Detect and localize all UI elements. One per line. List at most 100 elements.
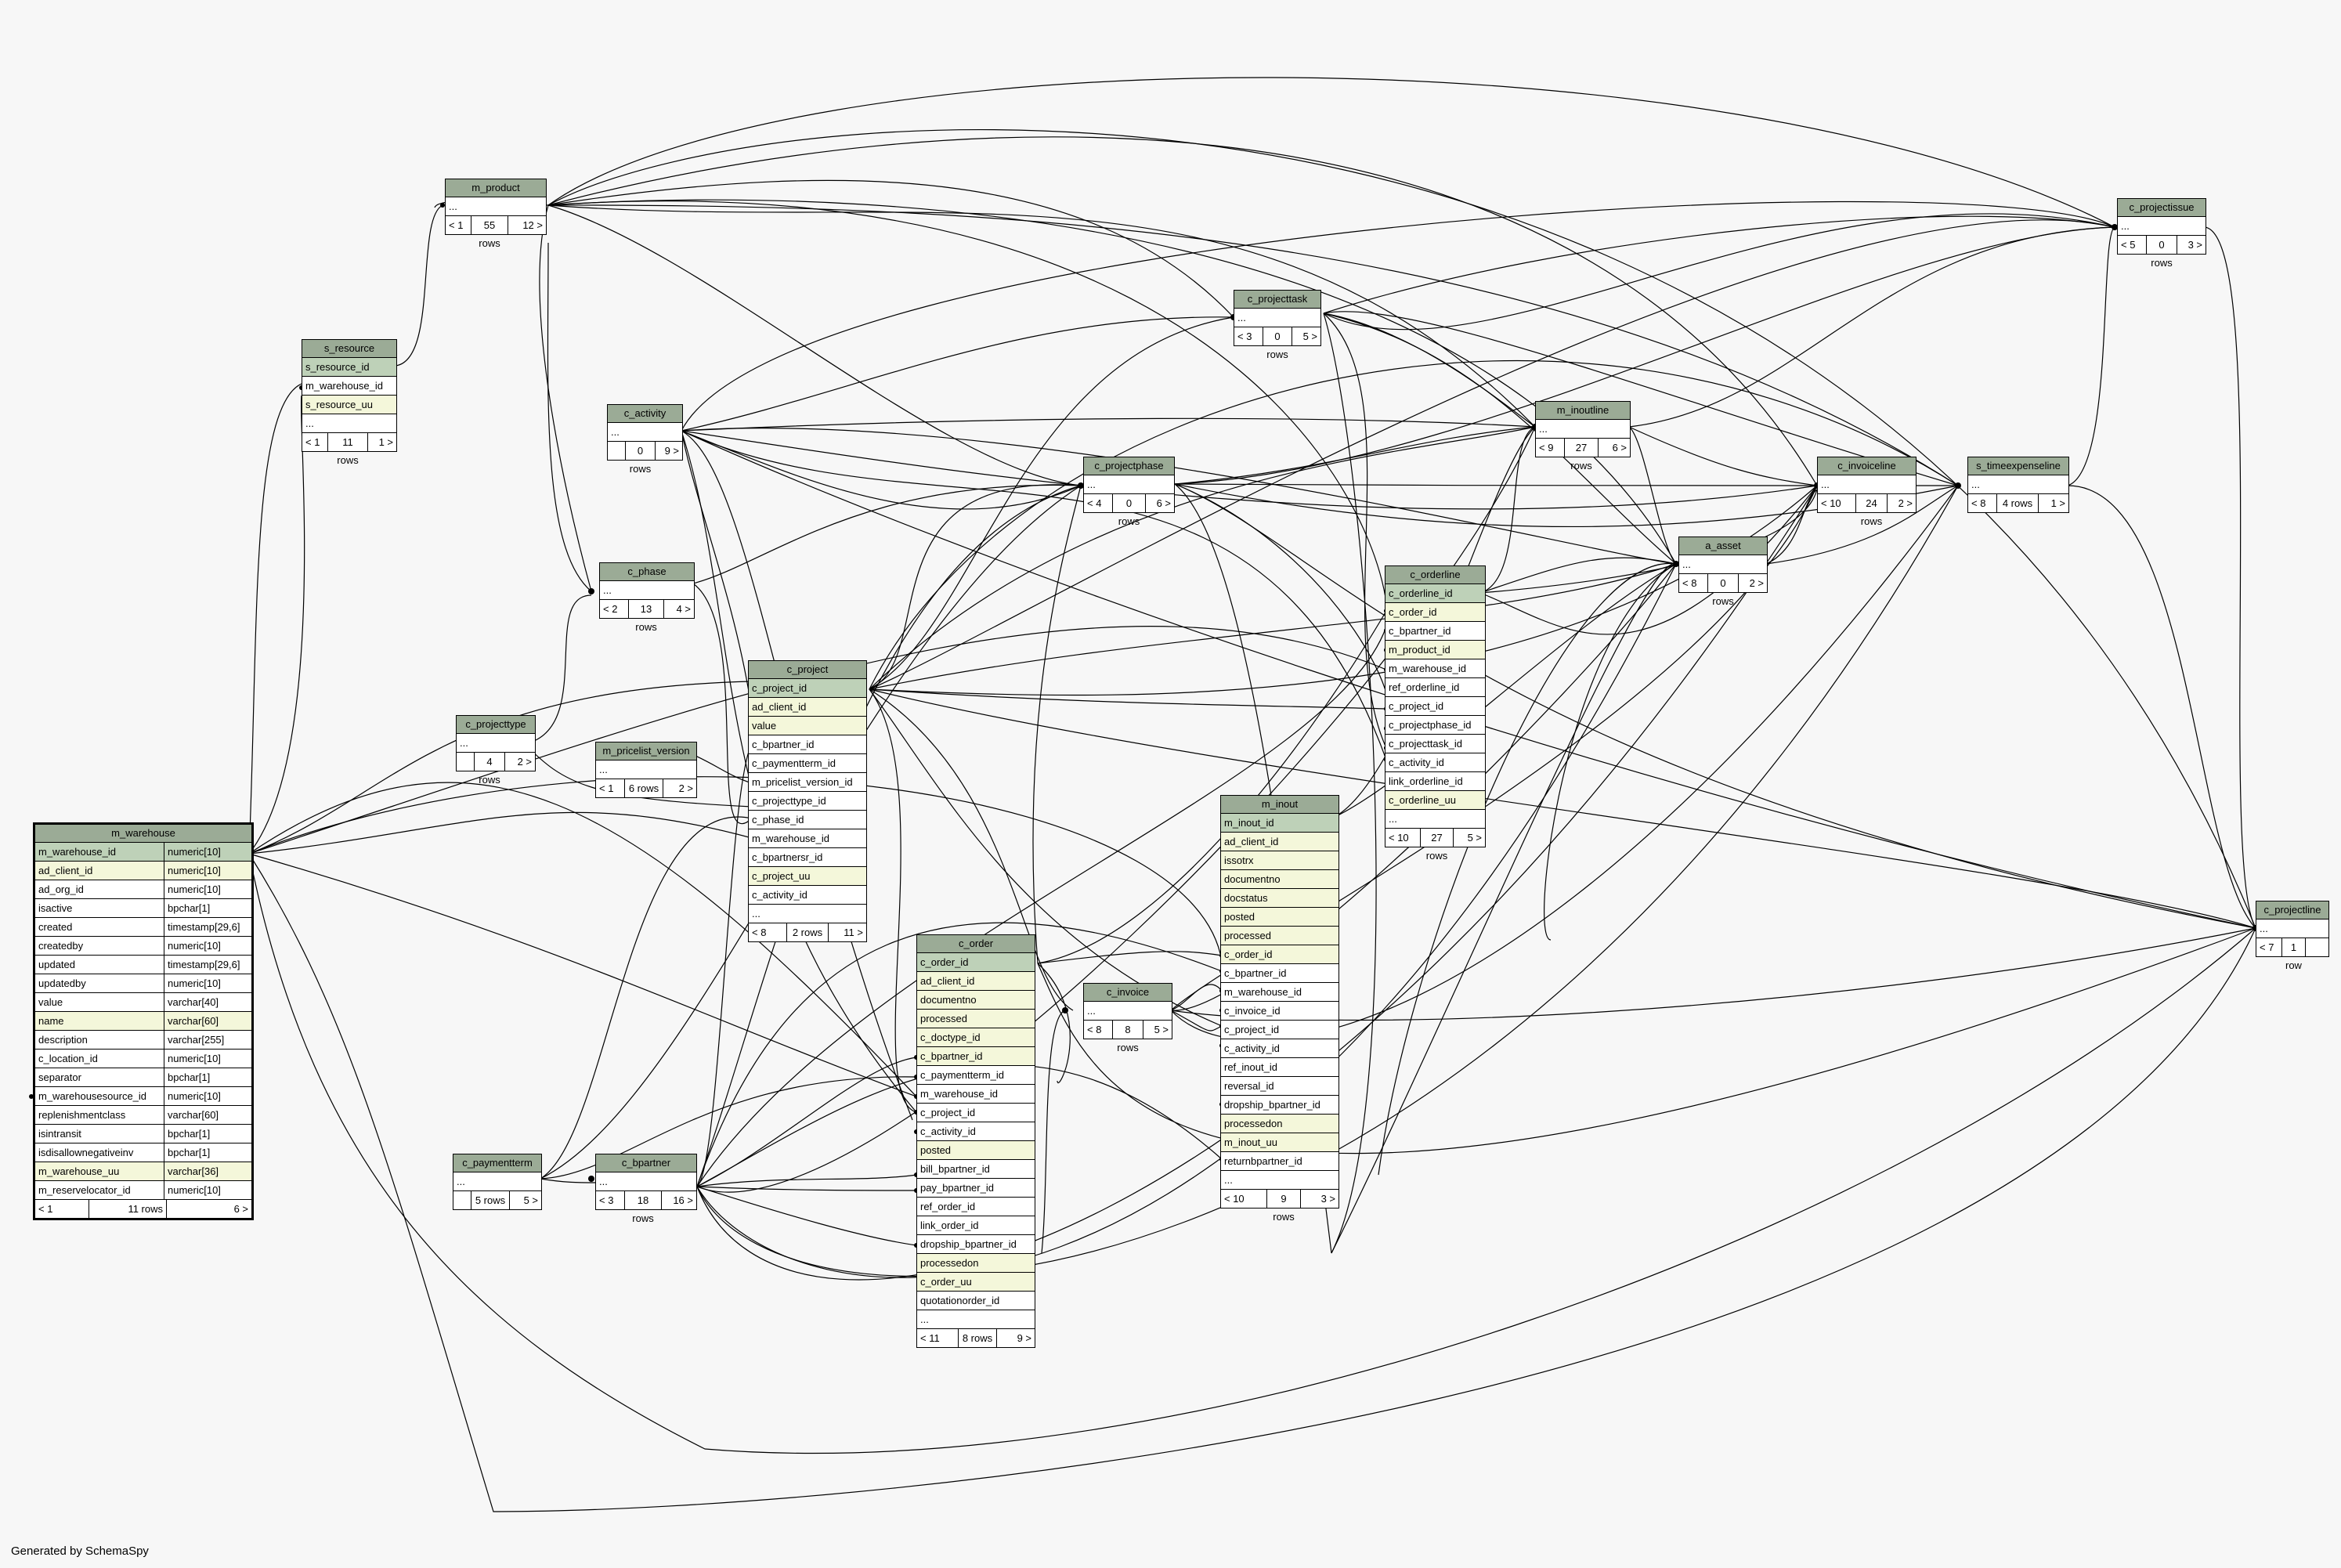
prev-relations[interactable]: < 5: [2118, 236, 2147, 254]
next-relations[interactable]: 1 >: [378, 436, 393, 448]
next-relations[interactable]: 6 >: [1612, 442, 1627, 453]
next-relations[interactable]: 3 >: [1320, 1193, 1335, 1205]
table-header[interactable]: c_invoice: [1084, 984, 1172, 1002]
table-header[interactable]: c_paymentterm: [453, 1154, 541, 1172]
column-type: bpchar[1]: [164, 899, 251, 917]
next-relations[interactable]: 3 >: [2187, 239, 2202, 251]
table-header[interactable]: s_resource: [302, 340, 396, 358]
next-relations[interactable]: 9 >: [664, 445, 679, 457]
next-relations[interactable]: 9 >: [1017, 1332, 1031, 1344]
column-name: ...: [449, 201, 457, 212]
column-name: ...: [1389, 813, 1397, 825]
next-relations[interactable]: 6 >: [1156, 497, 1171, 509]
table-header[interactable]: c_orderline: [1385, 566, 1485, 584]
more-columns: ...: [1084, 475, 1174, 494]
next-relations[interactable]: 16 >: [673, 1194, 693, 1206]
column-name: c_project_id: [1224, 1024, 1280, 1035]
prev-relations[interactable]: < 11: [917, 1329, 959, 1347]
next-relations[interactable]: 2 >: [1898, 497, 1913, 509]
next-relations[interactable]: 5 >: [523, 1194, 538, 1206]
next-relations[interactable]: 5 >: [1154, 1024, 1169, 1035]
table-header[interactable]: m_pricelist_version: [596, 742, 696, 761]
next-relations[interactable]: 5 >: [1302, 331, 1317, 342]
next-relations[interactable]: 6 >: [233, 1203, 248, 1215]
next-relations[interactable]: 12 >: [522, 219, 543, 231]
table-header[interactable]: c_order: [917, 935, 1035, 953]
prev-relations[interactable]: [457, 753, 475, 771]
table-header[interactable]: c_project: [749, 661, 866, 679]
prev-relations[interactable]: < 3: [596, 1191, 625, 1209]
column-name: processed: [1224, 930, 1271, 941]
next-relations[interactable]: 2 >: [678, 782, 693, 794]
prev-relations[interactable]: < 1: [596, 779, 625, 797]
prev-relations[interactable]: < 4: [1084, 494, 1113, 512]
prev-relations[interactable]: < 1: [446, 216, 471, 234]
table-header[interactable]: c_projecttype: [457, 716, 535, 734]
prev-relations[interactable]: < 10: [1221, 1190, 1267, 1208]
prev-relations[interactable]: < 9: [1536, 439, 1565, 457]
prev-relations[interactable]: < 10: [1385, 829, 1421, 847]
prev-relations[interactable]: < 8: [1084, 1021, 1113, 1039]
next-relations[interactable]: 5 >: [1467, 832, 1482, 844]
table-header[interactable]: s_timeexpenseline: [1968, 457, 2068, 475]
table-header[interactable]: c_bpartner: [596, 1154, 696, 1172]
prev-relations[interactable]: < 1: [302, 433, 328, 451]
table-header[interactable]: a_asset: [1679, 537, 1767, 555]
table-header[interactable]: c_projectphase: [1084, 457, 1174, 475]
row-count: 4 rows: [1997, 494, 2039, 512]
prev-relations[interactable]: < 10: [1818, 494, 1856, 512]
prev-relations[interactable]: < 7: [2256, 938, 2282, 956]
next-relations[interactable]: 11 >: [844, 927, 863, 938]
prev-relations[interactable]: < 2: [600, 600, 629, 618]
column-name: c_projecttask_id: [1389, 738, 1462, 750]
table-header[interactable]: m_warehouse: [35, 825, 251, 843]
table-header[interactable]: m_product: [446, 179, 546, 197]
column-row: pay_bpartner_id: [917, 1179, 1035, 1198]
next-relations[interactable]: 1 >: [2050, 497, 2065, 509]
table-header[interactable]: c_activity: [608, 405, 682, 423]
prev-relations[interactable]: [453, 1191, 471, 1209]
table-header[interactable]: m_inout: [1221, 796, 1338, 814]
table-header[interactable]: c_phase: [600, 563, 694, 581]
prev-relations[interactable]: < 8: [1679, 574, 1708, 592]
table-header[interactable]: m_inoutline: [1536, 402, 1630, 420]
prev-relations[interactable]: < 1: [35, 1200, 89, 1218]
prev-relations[interactable]: < 3: [1234, 327, 1263, 345]
prev-relations[interactable]: < 8: [749, 923, 787, 941]
table-header[interactable]: c_projectissue: [2118, 199, 2206, 217]
table-header[interactable]: c_projecttask: [1234, 291, 1320, 309]
prev-relations[interactable]: < 8: [1968, 494, 1997, 512]
next-relations[interactable]: 2 >: [517, 756, 532, 768]
table-header[interactable]: c_projectline: [2256, 901, 2328, 919]
next-relations[interactable]: [2306, 938, 2331, 956]
table-header[interactable]: c_invoiceline: [1818, 457, 1916, 475]
column-name: c_bpartner_id: [1224, 967, 1287, 979]
prev-relations[interactable]: [608, 442, 626, 460]
next-relations[interactable]: 4 >: [676, 603, 691, 615]
next-relations[interactable]: 2 >: [1749, 577, 1764, 589]
